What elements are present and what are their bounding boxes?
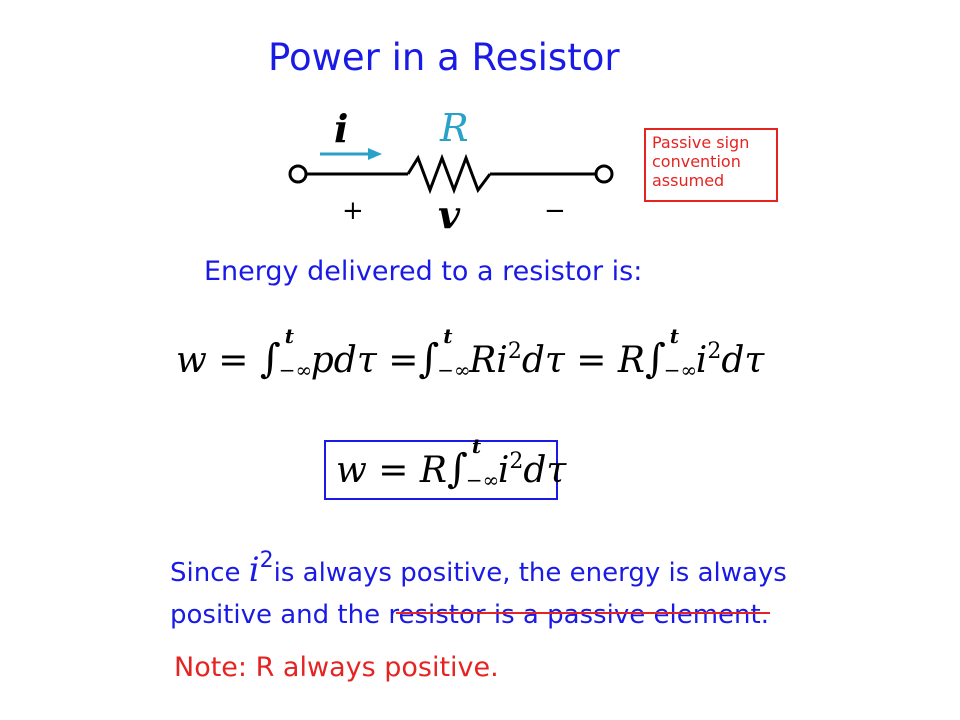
boxed-result-frame bbox=[324, 440, 558, 500]
eq-term: dτ bbox=[521, 340, 565, 381]
minus-sign: − bbox=[544, 196, 566, 226]
integral-sign: ∫ bbox=[446, 446, 468, 492]
eq-term: pdτ bbox=[310, 340, 377, 381]
boxed-energy-equation: w = R∫t −∞i2dτ bbox=[336, 434, 567, 492]
note-box-line: convention bbox=[652, 152, 741, 171]
integral-sign: ∫ bbox=[259, 336, 281, 382]
since-statement: Since i2is always positive, the energy i… bbox=[170, 540, 787, 636]
energy-equation: w = ∫t−∞pdτ =∫t−∞Ri2dτ = R∫t−∞i2dτ bbox=[176, 324, 765, 382]
eq-equals: = bbox=[376, 340, 419, 381]
integral-limits: t −∞ bbox=[437, 324, 470, 382]
note-statement: Note: R always positive. bbox=[174, 652, 499, 683]
left-terminal bbox=[288, 164, 308, 184]
resistor-label: R bbox=[440, 106, 469, 150]
eq-term: dτ bbox=[523, 450, 567, 491]
resistor-circuit-diagram bbox=[288, 148, 614, 195]
integral-sign: ∫ bbox=[418, 336, 440, 382]
eq-term: dτ bbox=[721, 340, 765, 381]
plus-sign: + bbox=[342, 196, 364, 226]
exponent: 2 bbox=[507, 339, 522, 364]
integral-sign: ∫ bbox=[644, 336, 666, 382]
right-terminal bbox=[594, 164, 614, 184]
lower-limit: −∞ bbox=[663, 358, 698, 382]
eq-equals: = bbox=[206, 340, 260, 381]
resistor-zigzag bbox=[406, 153, 492, 195]
note-box-line: assumed bbox=[652, 171, 725, 190]
upper-limit: t bbox=[669, 324, 680, 348]
eq-term: i bbox=[695, 340, 708, 381]
eq-term: i bbox=[497, 450, 510, 491]
energy-statement: Energy delivered to a resistor is: bbox=[204, 256, 643, 287]
current-label: i bbox=[334, 106, 349, 151]
passive-sign-note-box: Passive sign convention assumed bbox=[644, 128, 778, 202]
upper-limit: t bbox=[284, 324, 294, 348]
note-box-line: Passive sign bbox=[652, 133, 750, 152]
eq-w: w bbox=[176, 340, 207, 381]
exponent: 2 bbox=[707, 339, 722, 364]
voltage-label: v bbox=[438, 192, 461, 237]
since-word: Since bbox=[170, 558, 249, 588]
eq-term: Ri bbox=[469, 340, 508, 381]
eq-equals: = R bbox=[564, 340, 645, 381]
current-arrow-head bbox=[368, 148, 382, 160]
upper-limit: t bbox=[471, 434, 482, 458]
lower-limit: −∞ bbox=[465, 468, 500, 492]
integral-limits: t −∞ bbox=[466, 434, 499, 492]
exponent: 2 bbox=[259, 548, 274, 573]
i-symbol: i bbox=[248, 550, 260, 590]
lower-limit: −∞ bbox=[437, 358, 471, 382]
eq-w: w bbox=[336, 450, 367, 491]
emphasis-underline bbox=[396, 612, 770, 614]
since-line-2: positive and the resistor is a passive e… bbox=[170, 600, 769, 630]
page-title: Power in a Resistor bbox=[268, 36, 620, 79]
eq-equals: = R bbox=[366, 450, 447, 491]
upper-limit: t bbox=[443, 324, 453, 348]
lower-limit: −∞ bbox=[278, 358, 313, 382]
integral-limits: t −∞ bbox=[279, 324, 312, 382]
since-rest: is always positive, the energy is always bbox=[273, 558, 787, 588]
since-line-1: Since i2is always positive, the energy i… bbox=[170, 540, 787, 594]
exponent: 2 bbox=[509, 449, 524, 474]
integral-limits: t −∞ bbox=[664, 324, 697, 382]
